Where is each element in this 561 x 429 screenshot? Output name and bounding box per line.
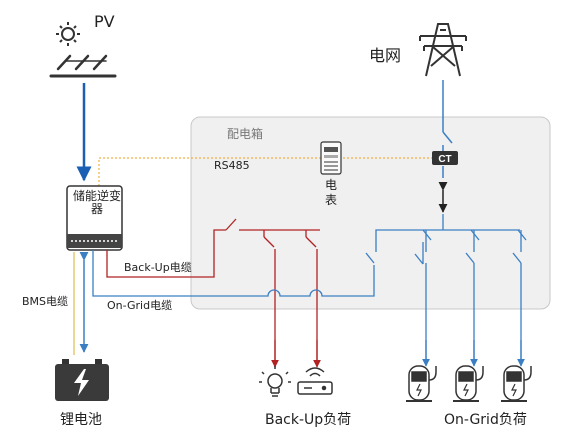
grid-label: 电网 xyxy=(369,46,402,65)
ongrid-load-label: On-Grid负荷 xyxy=(444,412,527,428)
bms-cable-label: BMS电缆 xyxy=(22,295,69,308)
battery-icon xyxy=(55,359,109,401)
router-icon xyxy=(297,367,333,395)
ongrid-cable-line xyxy=(92,250,375,297)
ev-charger-icon xyxy=(453,365,484,402)
backup-main-switch xyxy=(225,218,237,231)
pylon-icon xyxy=(419,23,467,77)
grid-switch xyxy=(442,131,453,144)
meter-icon xyxy=(320,141,342,175)
solar-panel-icon xyxy=(49,54,117,78)
pv-label: PV xyxy=(94,12,115,31)
ct-label: CT xyxy=(438,154,451,165)
sun-icon xyxy=(56,22,80,46)
ev-charger-icon xyxy=(406,365,437,402)
inverter-icon xyxy=(66,185,123,251)
ev-charger-icon xyxy=(501,365,532,402)
ongrid-main-switch xyxy=(365,252,375,264)
meter-label: 电表 xyxy=(325,178,338,207)
backup-load-label: Back-Up负荷 xyxy=(265,412,352,428)
ongrid-cable-label: On-Grid电缆 xyxy=(107,299,173,312)
distribution-panel xyxy=(190,116,551,310)
ct-icon xyxy=(432,151,458,165)
battery-label: 锂电池 xyxy=(60,412,102,428)
backup-cable-line xyxy=(106,229,226,278)
rs485-label: RS485 xyxy=(214,159,250,172)
backup-cable-label: Back-Up电缆 xyxy=(124,261,192,274)
panel-box-label: 配电箱 xyxy=(227,127,264,141)
bulb-icon xyxy=(259,366,291,397)
inverter-label: 储能逆变器 xyxy=(73,189,122,216)
